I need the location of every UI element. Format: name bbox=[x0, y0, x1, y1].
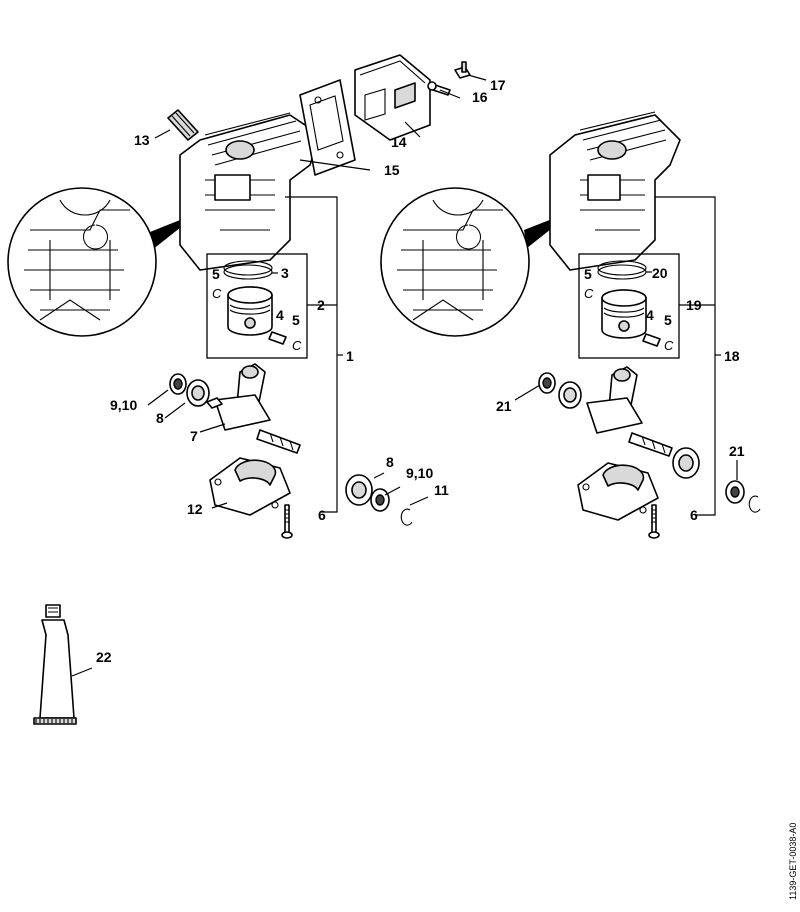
circlip-right bbox=[748, 495, 761, 513]
assembly-bracket-right bbox=[655, 196, 721, 516]
spark-plug bbox=[167, 109, 199, 141]
detail-view-left bbox=[7, 187, 200, 337]
label-4: 4 bbox=[276, 307, 284, 323]
label-8b: 8 bbox=[386, 454, 394, 470]
ball-bearing-left-lower bbox=[370, 488, 390, 512]
document-code: 1139-GET-0038-A0 bbox=[788, 823, 798, 900]
crankcase-screw-left bbox=[281, 504, 293, 539]
label-3: 3 bbox=[281, 265, 289, 281]
label-2: 2 bbox=[317, 297, 325, 313]
circlip-glyph-5a: C bbox=[212, 286, 222, 301]
part-labels: 1 2 3 4 5 C 5 C 6 7 8 9,10 8 9,10 11 12 … bbox=[96, 77, 745, 665]
leader-lines-right bbox=[514, 271, 738, 480]
cylinder-left bbox=[179, 112, 321, 271]
label-11: 11 bbox=[434, 482, 449, 498]
crankshaft-right bbox=[586, 366, 673, 457]
oil-seal-right bbox=[538, 372, 556, 394]
label-21b: 21 bbox=[729, 443, 745, 459]
piston-kit-box-left bbox=[206, 253, 308, 359]
label-8a: 8 bbox=[156, 410, 164, 426]
label-15: 15 bbox=[384, 162, 400, 178]
label-5a: 5 bbox=[212, 266, 220, 282]
circlip-glyph-5d: C bbox=[664, 338, 674, 353]
muffler bbox=[354, 54, 431, 141]
piston-pin-right bbox=[642, 333, 661, 347]
cylinder-right bbox=[549, 111, 681, 271]
label-9-10a: 9,10 bbox=[110, 397, 137, 413]
grease-tube bbox=[33, 604, 77, 725]
label-5d: 5 bbox=[664, 312, 672, 328]
label-17: 17 bbox=[490, 77, 506, 93]
label-6a: 6 bbox=[318, 507, 326, 523]
oil-seal-left-lower bbox=[345, 474, 373, 506]
crankcase-screw-right bbox=[648, 504, 660, 539]
oil-seal-left bbox=[169, 373, 187, 395]
assembly-bracket-left bbox=[285, 196, 343, 513]
label-20: 20 bbox=[652, 265, 668, 281]
label-13: 13 bbox=[134, 132, 150, 148]
circlip-left bbox=[400, 508, 413, 526]
label-7: 7 bbox=[190, 428, 198, 444]
leader-lines-left bbox=[71, 74, 487, 677]
muffler-gasket bbox=[299, 79, 356, 176]
piston-left bbox=[227, 286, 273, 336]
label-19: 19 bbox=[686, 297, 702, 313]
label-4b: 4 bbox=[646, 307, 654, 323]
ball-bearing-left bbox=[186, 379, 210, 407]
detail-view-right bbox=[380, 187, 575, 337]
crankcase-left bbox=[209, 457, 291, 516]
muffler-nut bbox=[454, 61, 471, 79]
label-9-10b: 9,10 bbox=[406, 465, 433, 481]
label-21a: 21 bbox=[496, 398, 512, 414]
ball-bearing-right-lower bbox=[672, 447, 700, 479]
piston-pin-left bbox=[268, 331, 287, 345]
label-1: 1 bbox=[346, 348, 354, 364]
label-14: 14 bbox=[391, 134, 407, 150]
circlip-glyph-5b: C bbox=[292, 338, 302, 353]
crankshaft-left bbox=[206, 363, 301, 454]
label-5c: 5 bbox=[584, 266, 592, 282]
label-6b: 6 bbox=[690, 507, 698, 523]
crankcase-right bbox=[577, 462, 659, 521]
piston-right bbox=[601, 289, 647, 339]
piston-kit-box-right bbox=[578, 253, 680, 359]
ball-bearing-right bbox=[558, 381, 582, 409]
label-16: 16 bbox=[472, 89, 488, 105]
piston-ring-left bbox=[223, 260, 273, 280]
label-12: 12 bbox=[187, 501, 203, 517]
label-18: 18 bbox=[724, 348, 740, 364]
circlip-glyph-5c: C bbox=[584, 286, 594, 301]
oil-seal-right-lower bbox=[725, 480, 745, 504]
label-22: 22 bbox=[96, 649, 112, 665]
label-5b: 5 bbox=[292, 312, 300, 328]
